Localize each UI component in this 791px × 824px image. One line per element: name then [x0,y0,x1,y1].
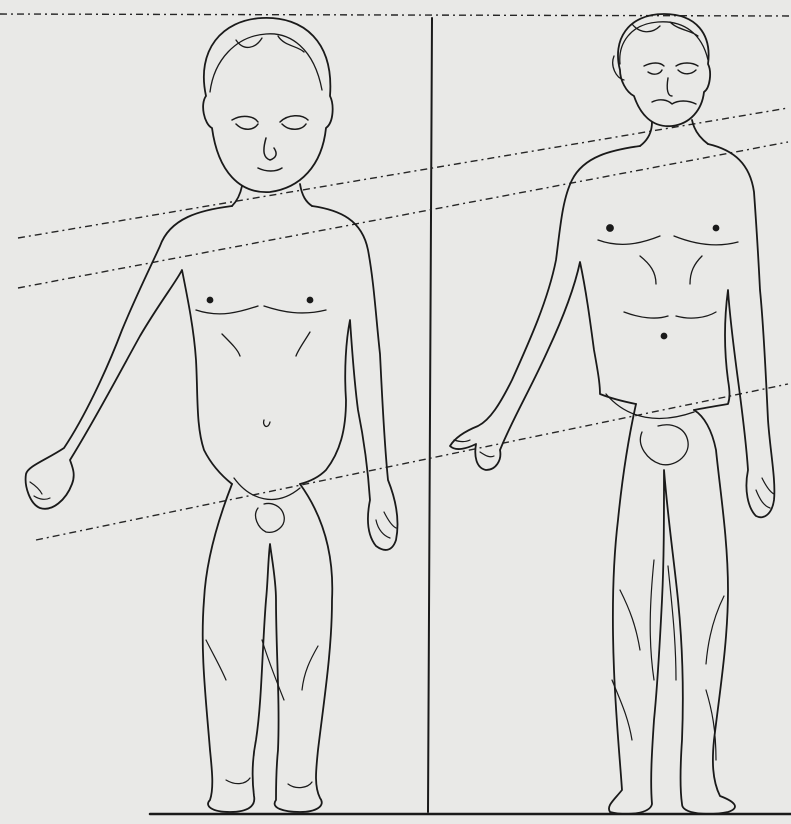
child-hand-left-fingers [30,482,50,499]
adult-genitals [640,425,688,465]
adult-body-outline [450,144,774,517]
child-head [203,18,333,192]
child-nipple-left [208,298,213,303]
child-face [232,116,308,171]
adult-neck [640,120,708,146]
adult-nipple-right [714,226,719,231]
child-nipple-right [308,298,313,303]
adult-nipple-left [607,225,613,231]
adult-leg-details [612,560,724,760]
adult-navel [662,334,667,339]
adult-torso-details [598,236,738,418]
center-divider-line [428,18,432,812]
shoulder-guide-line-upper [18,108,788,238]
child-genitals [256,504,285,533]
shoulder-guide-line-lower [18,142,788,288]
child-hand-right-fingers [376,512,396,538]
hip-guide-line [36,384,788,540]
child-legs [203,484,333,812]
adult-face [644,63,698,104]
child-figure [26,18,398,812]
child-hair [210,34,322,92]
adult-man-figure [450,14,774,814]
adult-hand-right-fingers [756,478,774,508]
child-body-outline [26,206,398,550]
child-torso-details [196,306,326,499]
